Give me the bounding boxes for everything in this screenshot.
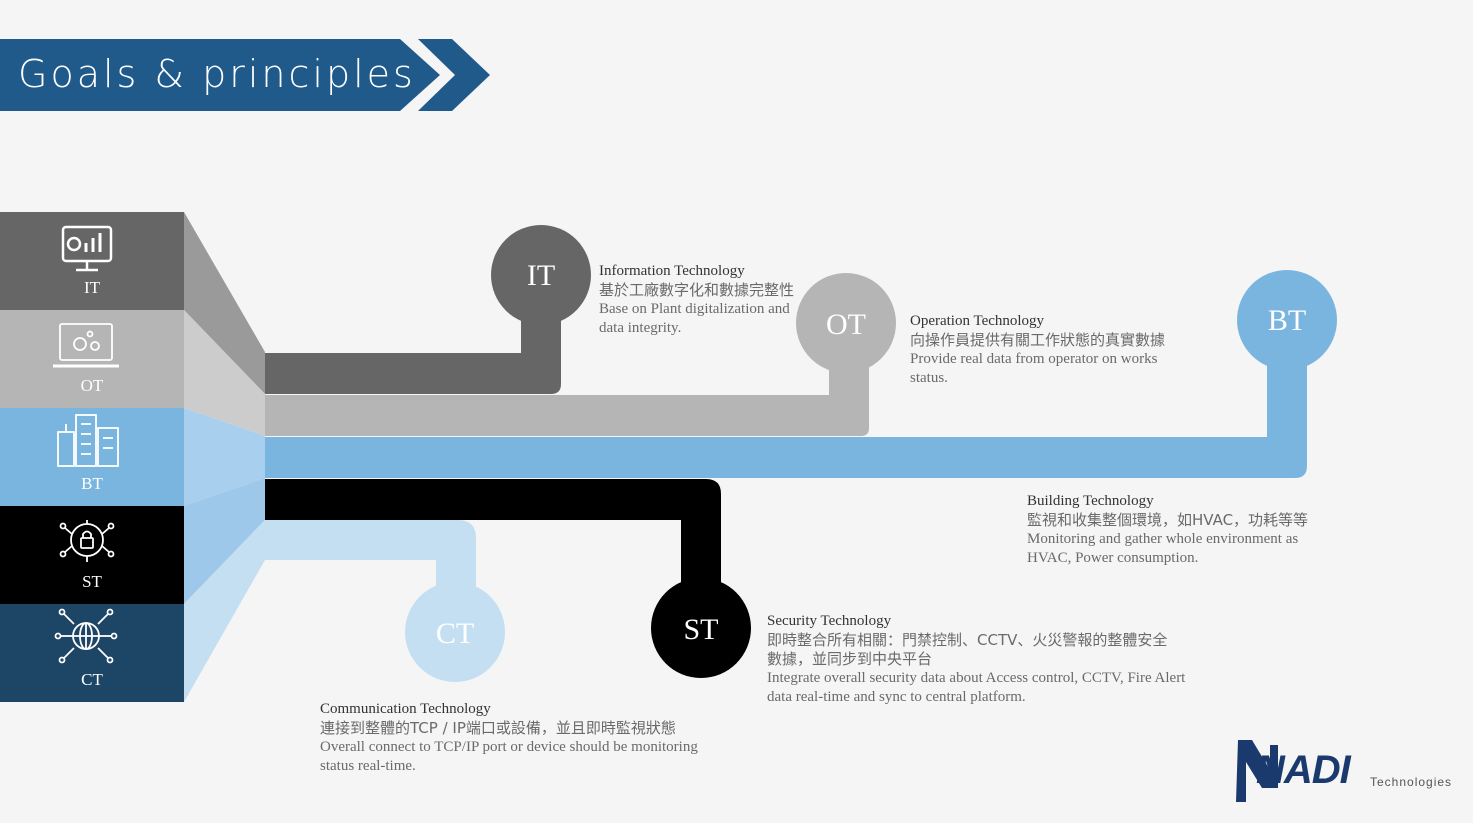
node-circle-st bbox=[651, 578, 751, 678]
desc-it-zh: 基於工廠數字化和數據完整性 bbox=[599, 281, 795, 299]
category-block-ct bbox=[0, 604, 184, 702]
desc-st: Security Technology 即時整合所有相關：門禁控制、CCTV、火… bbox=[767, 612, 1207, 707]
pipe-ot bbox=[265, 340, 869, 436]
funnel-ct bbox=[184, 520, 265, 702]
header-banner bbox=[0, 39, 440, 111]
desc-bt-en1: Monitoring and gather whole environment … bbox=[1027, 531, 1299, 547]
desc-ot-en1: Provide real data from operator on works bbox=[910, 351, 1158, 367]
logo-mark bbox=[1236, 740, 1278, 802]
desc-ot: Operation Technology 向操作員提供有關工作狀態的真實數據 P… bbox=[910, 312, 1210, 388]
desc-ct-zh: 連接到整體的TCP / IP端口或設備，並且即時監視狀態 bbox=[320, 719, 676, 737]
desc-it-en2: data integrity. bbox=[599, 320, 682, 336]
category-block-ot bbox=[0, 310, 184, 408]
globe-network-icon bbox=[54, 608, 118, 664]
desc-it-en1: Base on Plant digitalization and bbox=[599, 301, 790, 317]
node-label-bt: BT bbox=[1267, 304, 1307, 337]
node-circle-it bbox=[491, 225, 591, 325]
node-label-ot: OT bbox=[826, 308, 866, 341]
node-label-it: IT bbox=[526, 259, 556, 292]
pipe-st bbox=[265, 479, 721, 600]
funnel-ot bbox=[184, 310, 265, 436]
node-circle-bt bbox=[1237, 270, 1337, 370]
buildings-icon bbox=[57, 414, 119, 467]
desc-ot-en2: status. bbox=[910, 370, 948, 386]
header-chevron bbox=[418, 39, 490, 111]
laptop-gears-icon bbox=[53, 323, 119, 368]
desc-ot-zh: 向操作員提供有關工作狀態的真實數據 bbox=[910, 331, 1166, 349]
node-circle-ot bbox=[796, 273, 896, 373]
category-label-ct: CT bbox=[81, 670, 103, 689]
funnel-it bbox=[184, 212, 265, 394]
desc-st-title: Security Technology bbox=[767, 613, 892, 629]
category-label-st: ST bbox=[82, 572, 102, 591]
funnel-st bbox=[184, 478, 265, 604]
security-lock-icon bbox=[59, 520, 115, 562]
desc-ct-en1: Overall connect to TCP/IP port or device… bbox=[320, 739, 698, 755]
category-label-ot: OT bbox=[80, 376, 104, 395]
desc-ct-title: Communication Technology bbox=[320, 701, 491, 717]
pipe-bt bbox=[265, 340, 1307, 478]
node-label-st: ST bbox=[683, 613, 719, 646]
desc-bt: Building Technology 監視和收集整個環境，如HVAC，功耗等等… bbox=[1027, 492, 1347, 568]
desc-bt-en2: HVAC, Power consumption. bbox=[1027, 550, 1199, 566]
desc-ct-en2: status real-time. bbox=[320, 758, 416, 774]
desc-it-title: Information Technology bbox=[599, 263, 745, 279]
desc-ct: Communication Technology 連接到整體的TCP / IP端… bbox=[320, 700, 740, 776]
node-label-ct: CT bbox=[435, 617, 475, 650]
funnel-bt bbox=[184, 408, 265, 506]
desc-bt-title: Building Technology bbox=[1027, 493, 1154, 509]
category-block-bt bbox=[0, 408, 184, 506]
desc-it: Information Technology 基於工廠數字化和數據完整性 Bas… bbox=[599, 262, 829, 338]
pipe-it bbox=[265, 300, 561, 394]
desc-bt-zh: 監視和收集整個環境，如HVAC，功耗等等 bbox=[1027, 511, 1309, 529]
desc-ot-title: Operation Technology bbox=[910, 313, 1045, 329]
desc-st-en1: Integrate overall security data about Ac… bbox=[767, 670, 1186, 686]
node-circle-ct bbox=[405, 582, 505, 682]
desc-st-en2: data real-time and sync to central platf… bbox=[767, 689, 1026, 705]
desc-st-zh1: 即時整合所有相關：門禁控制、CCTV、火災警報的整體安全 bbox=[767, 631, 1168, 649]
desc-st-zh2: 數據，並同步到中央平台 bbox=[767, 650, 933, 668]
category-label-bt: BT bbox=[81, 474, 103, 493]
category-label-it: IT bbox=[83, 278, 101, 297]
logo-subtitle: Technologies bbox=[1370, 775, 1453, 789]
pipe-ct bbox=[265, 520, 476, 600]
monitor-chart-icon bbox=[61, 225, 113, 272]
page-title: Goals & principles bbox=[18, 52, 416, 96]
logo-name: NADI bbox=[1256, 748, 1351, 792]
